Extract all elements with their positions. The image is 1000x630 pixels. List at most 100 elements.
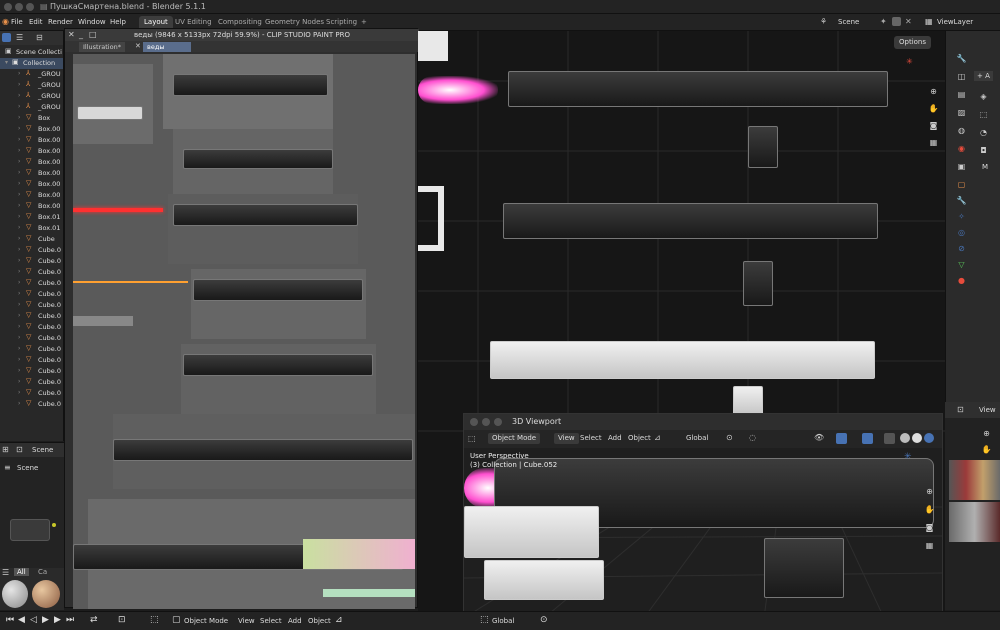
expand-icon[interactable]: › [18,136,21,143]
proportional-icon[interactable]: ◌ [749,433,756,442]
m-button[interactable]: M [982,163,989,171]
add-workspace-button[interactable]: + [361,18,367,26]
expand-icon[interactable]: › [18,323,21,330]
editor-type-icon[interactable] [2,33,11,42]
close-window-button[interactable] [470,418,478,426]
outliner-item[interactable]: ›▽Box.01 [0,223,63,234]
outliner-item[interactable]: ›▽Box.00 [0,190,63,201]
grid-view-icon[interactable]: ▦ [929,138,938,147]
editor-type-icon[interactable]: ⬚ [150,615,159,625]
add-modifier-button[interactable]: + A [974,71,993,81]
solid-shading-icon[interactable] [912,433,922,443]
bottom-menu-select[interactable]: Select [260,617,282,625]
hand-pan-icon[interactable]: ✋ [924,505,935,514]
outliner-item[interactable]: ›▽Cube [0,234,63,245]
link-icon[interactable]: ⬚ [979,110,988,119]
material-icon[interactable]: ● [958,276,965,285]
tab-vedy[interactable]: веды [143,42,191,52]
outliner-item[interactable]: ›▽Cube.0 [0,289,63,300]
asset-category-tab[interactable]: Ca [38,568,48,576]
orientation-icon[interactable]: ⬚ [480,615,489,625]
bottom-menu-object[interactable]: Object [308,617,331,625]
minimize-icon[interactable]: _ [79,30,83,39]
editor-type-icon[interactable]: ⬚ [468,434,476,443]
expand-icon[interactable]: › [18,180,21,187]
outliner-item[interactable]: ›▽Cube.0 [0,245,63,256]
outliner-item[interactable]: ›▽Box.00 [0,124,63,135]
next-keyframe-icon[interactable]: ▶ [54,615,61,625]
eye-icon[interactable]: ◔ [980,128,987,137]
expand-icon[interactable]: › [18,213,21,220]
maximize-icon[interactable]: □ [89,30,97,39]
view-layer-name[interactable]: ViewLayer [937,18,974,26]
outliner-item[interactable]: ›⅄_GROU [0,91,63,102]
expand-icon[interactable]: › [18,246,21,253]
expand-icon[interactable]: › [18,114,21,121]
visibility-icon[interactable]: 👁 [814,433,825,442]
compositor-node[interactable] [10,519,50,541]
node-editor-type-icon[interactable]: ⊞ [2,445,9,454]
expand-icon[interactable]: › [18,279,21,286]
shield-icon[interactable]: ◈ [980,92,987,101]
options-dropdown[interactable]: Options [894,36,932,49]
outliner-item[interactable]: ›▽Cube.0 [0,399,63,410]
pin-icon[interactable]: ✦ [880,17,887,26]
tab-uv-editing[interactable]: UV Editing [175,18,212,26]
image-editor-type-icon[interactable]: ⊡ [957,405,964,414]
menu-select[interactable]: Select [580,434,602,442]
expand-icon[interactable]: ▾ [5,59,9,66]
outliner-item[interactable]: ›▽Box.00 [0,146,63,157]
bottom-menu-add[interactable]: Add [288,617,302,625]
outliner-item[interactable]: ›▽Cube.0 [0,366,63,377]
expand-icon[interactable]: › [18,356,21,363]
outliner-item[interactable]: ›▽Box.00 [0,157,63,168]
view-layer-icon[interactable]: ▦ [925,17,933,26]
expand-icon[interactable]: › [18,235,21,242]
outliner-item[interactable]: ›▽Cube.0 [0,311,63,322]
overlay-toggle-icon[interactable] [862,433,873,444]
object-mode-dropdown[interactable]: Object Mode [488,433,541,444]
tab-compositing[interactable]: Compositing [218,18,262,26]
tab-scripting[interactable]: Scripting [326,18,358,26]
object-icon[interactable]: ▢ [957,180,966,189]
expand-icon[interactable]: › [18,81,21,88]
outliner-item[interactable]: ›▽Box.00 [0,135,63,146]
menu-file[interactable]: File [11,18,23,26]
pivot-icon[interactable]: ⊿ [335,615,343,625]
outliner-item[interactable]: ›▽Cube.0 [0,278,63,289]
pivot-icon[interactable]: ⊿ [654,433,661,442]
scene-props-icon[interactable]: ◍ [958,126,965,135]
outliner-item[interactable]: ›▽Cube.0 [0,377,63,388]
menu-edit[interactable]: Edit [29,18,43,26]
expand-icon[interactable]: › [18,334,21,341]
render-icon[interactable]: ◫ [957,72,966,81]
outliner-item[interactable]: ›▽Cube.0 [0,256,63,267]
expand-icon[interactable]: › [18,268,21,275]
navigation-gizmo[interactable]: ✳ [904,452,912,462]
viewport-3d-canvas[interactable]: User Perspective (3) Collection | Cube.0… [464,448,942,617]
tab-illustration[interactable]: Illustration* [79,42,125,52]
expand-icon[interactable]: › [18,202,21,209]
node-scene-label[interactable]: Scene [32,446,54,454]
outliner-item[interactable]: ›▽Cube.0 [0,355,63,366]
outliner-item[interactable]: ›▽Cube.0 [0,333,63,344]
expand-icon[interactable]: › [18,92,21,99]
hand-pan-icon[interactable]: ✋ [928,104,939,113]
expand-icon[interactable]: › [18,400,21,407]
tab-layout[interactable]: Layout [139,16,173,29]
orientation-dropdown[interactable]: Global [686,434,709,442]
gizmo-toggle-icon[interactable] [836,433,847,444]
world-icon[interactable]: ◉ [958,144,965,153]
outliner-item[interactable]: ›▽Box [0,113,63,124]
modifier-wrench-icon[interactable]: 🔧 [956,196,967,205]
expand-icon[interactable]: › [18,147,21,154]
outliner-scene-collection[interactable]: ▣ Scene Collecti [5,47,62,57]
collection-icon[interactable]: ▣ [957,162,966,171]
expand-icon[interactable]: › [18,257,21,264]
play-reverse-icon[interactable]: ◁ [30,615,37,625]
outliner-item[interactable]: ›▽Box.00 [0,201,63,212]
outliner-item[interactable]: ›⅄_GROU [0,69,63,80]
constraints-icon[interactable]: ⊘ [958,244,965,253]
zoom-icon[interactable]: ⊕ [983,429,990,438]
zoom-window-button[interactable] [26,3,34,11]
